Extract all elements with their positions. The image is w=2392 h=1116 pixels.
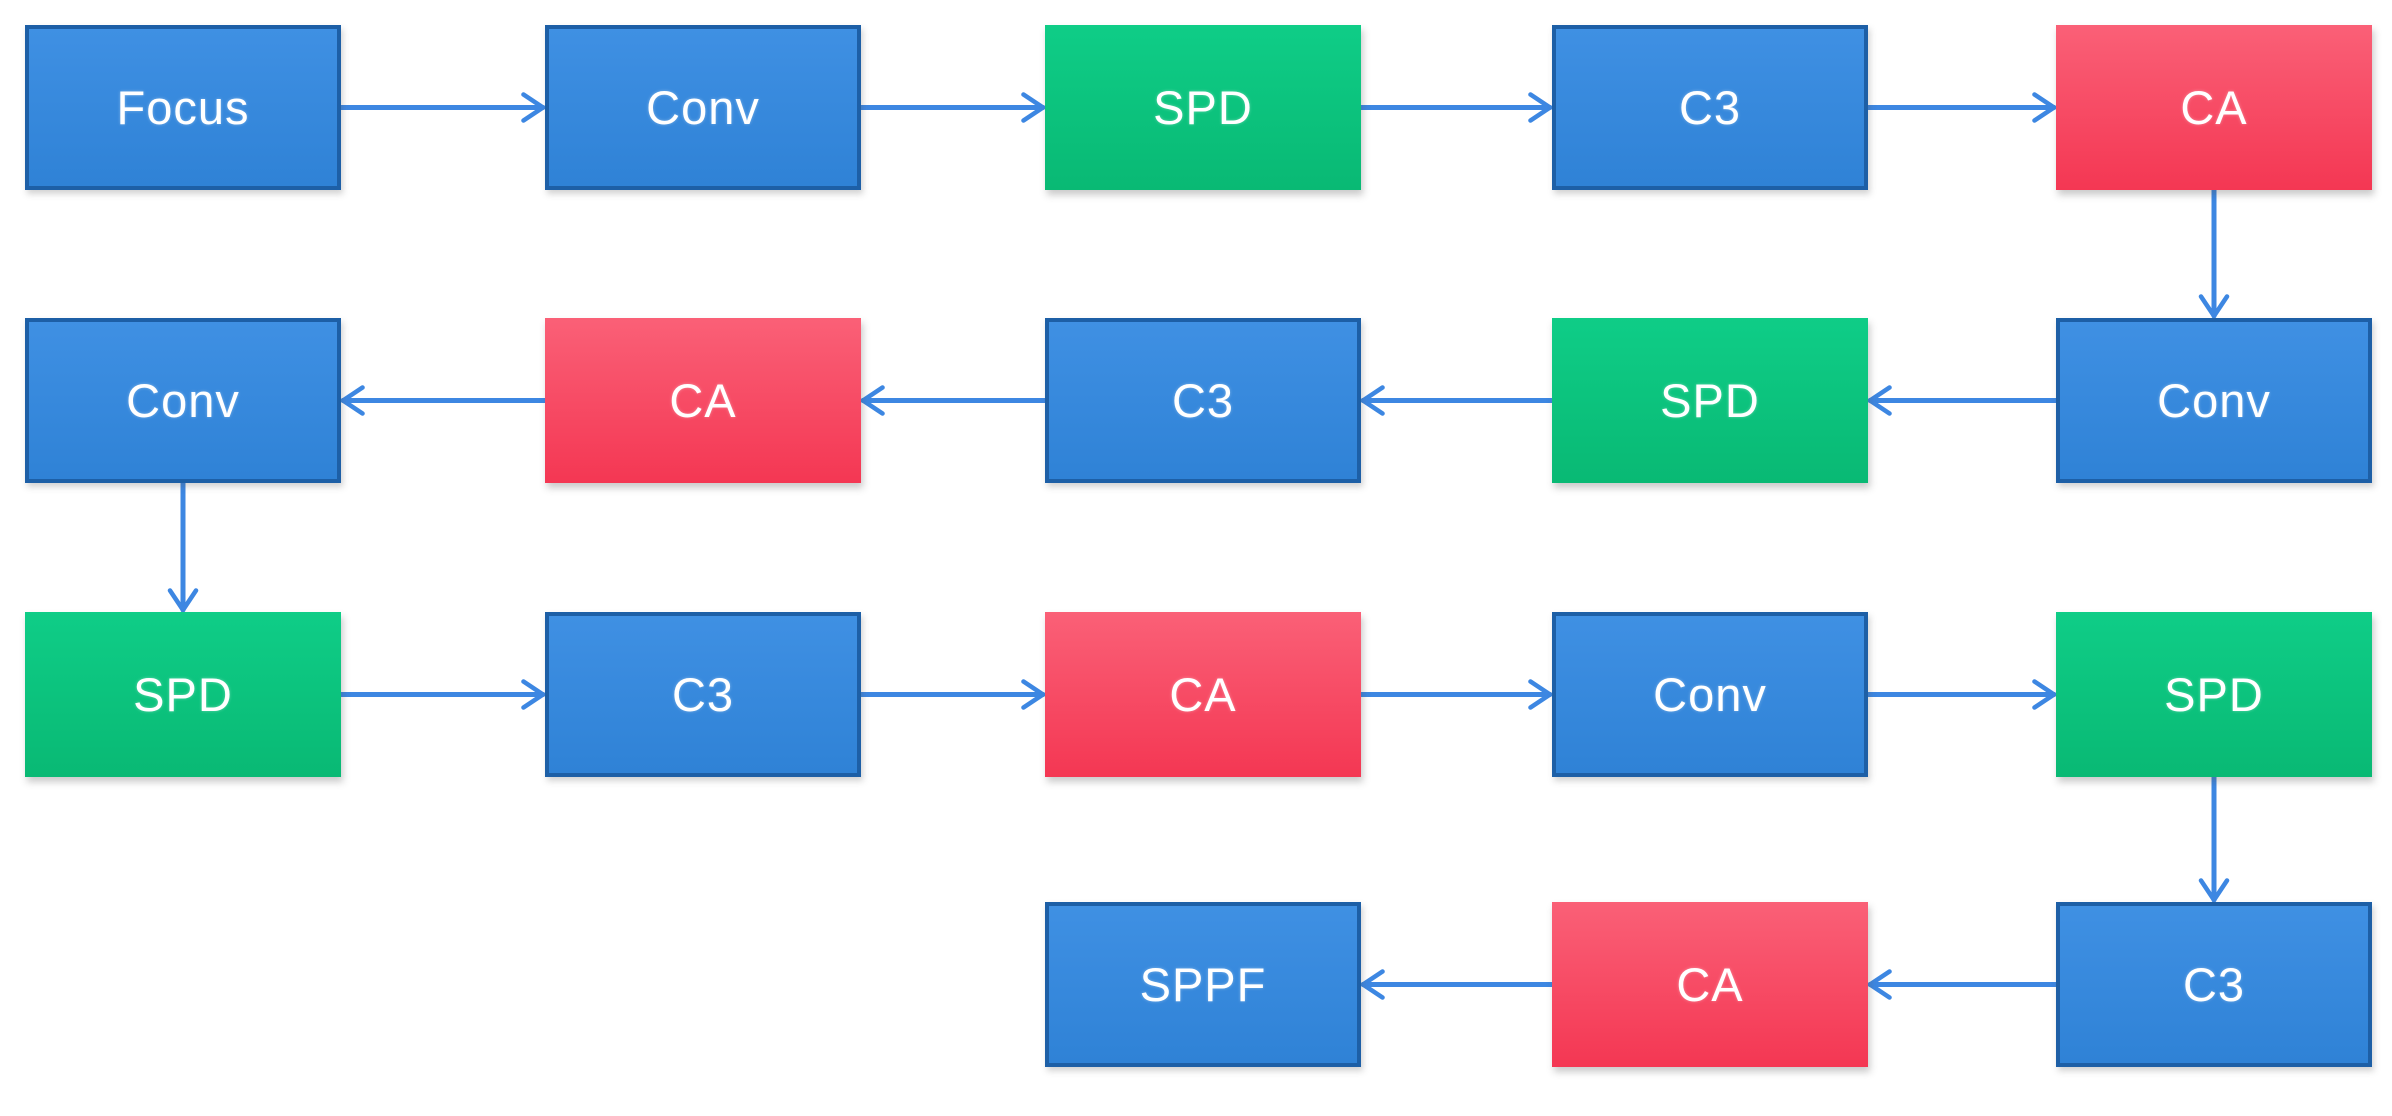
node-conv: Conv [2056,318,2372,483]
node-label: CA [669,374,737,427]
node-label: Conv [2157,374,2271,427]
node-c3: C3 [2056,902,2372,1067]
node-label: Conv [646,81,760,134]
node-label: SPPF [1139,958,1267,1011]
node-ca: CA [1552,902,1868,1067]
node-spd: SPD [25,612,341,777]
node-label: SPD [133,668,233,721]
node-spd: SPD [1045,25,1361,190]
node-ca: CA [545,318,861,483]
node-label: CA [1169,668,1237,721]
node-label: C3 [1171,374,1235,427]
node-conv: Conv [545,25,861,190]
node-label: C3 [2182,958,2246,1011]
node-ca: CA [1045,612,1361,777]
node-c3: C3 [545,612,861,777]
node-focus: Focus [25,25,341,190]
node-c3: C3 [1552,25,1868,190]
node-label: SPD [1660,374,1760,427]
node-sppf: SPPF [1045,902,1361,1067]
node-spd: SPD [1552,318,1868,483]
node-ca: CA [2056,25,2372,190]
node-label: CA [1676,958,1744,1011]
node-spd: SPD [2056,612,2372,777]
node-label: Conv [126,374,240,427]
node-conv: Conv [25,318,341,483]
node-conv: Conv [1552,612,1868,777]
node-label: C3 [671,668,735,721]
node-label: C3 [1678,81,1742,134]
node-label: SPD [1153,81,1253,134]
node-label: CA [2180,81,2248,134]
node-label: Focus [116,81,250,134]
node-c3: C3 [1045,318,1361,483]
node-label: SPD [2164,668,2264,721]
node-label: Conv [1653,668,1767,721]
